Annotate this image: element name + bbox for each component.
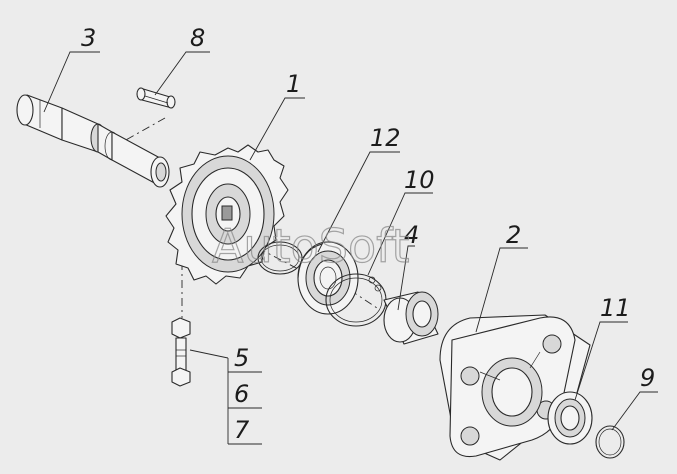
callout-8: 8 — [190, 24, 205, 52]
bearing-part-12 — [297, 241, 359, 315]
callout-2: 2 — [506, 221, 521, 249]
callout-3: 3 — [81, 24, 96, 52]
bushing-part-4 — [383, 291, 439, 345]
callout-9: 9 — [640, 364, 655, 392]
ring-axis-line — [257, 247, 301, 271]
autosoft-watermark: AutoSoft — [212, 219, 410, 273]
callout-10: 10 — [404, 166, 435, 194]
sprocket-part-1 — [165, 144, 289, 285]
callout-7: 7 — [234, 416, 250, 444]
key-part-8 — [136, 87, 176, 109]
circlip-part-10 — [325, 273, 387, 327]
shaft-part-3 — [16, 94, 170, 188]
callout-11: 11 — [600, 294, 631, 322]
callout-1: 1 — [286, 70, 301, 98]
bearing-part-11 — [547, 391, 593, 445]
housing-part-2 — [439, 314, 591, 461]
snap-ring-part-9 — [595, 425, 625, 459]
retaining-ring-left — [257, 241, 303, 275]
bolt-part-5 — [171, 317, 191, 387]
callout-12: 12 — [370, 124, 401, 152]
leader-lines — [43, 51, 658, 445]
callout-4: 4 — [404, 221, 419, 249]
callout-5: 5 — [234, 344, 249, 372]
callout-6: 6 — [234, 380, 249, 408]
